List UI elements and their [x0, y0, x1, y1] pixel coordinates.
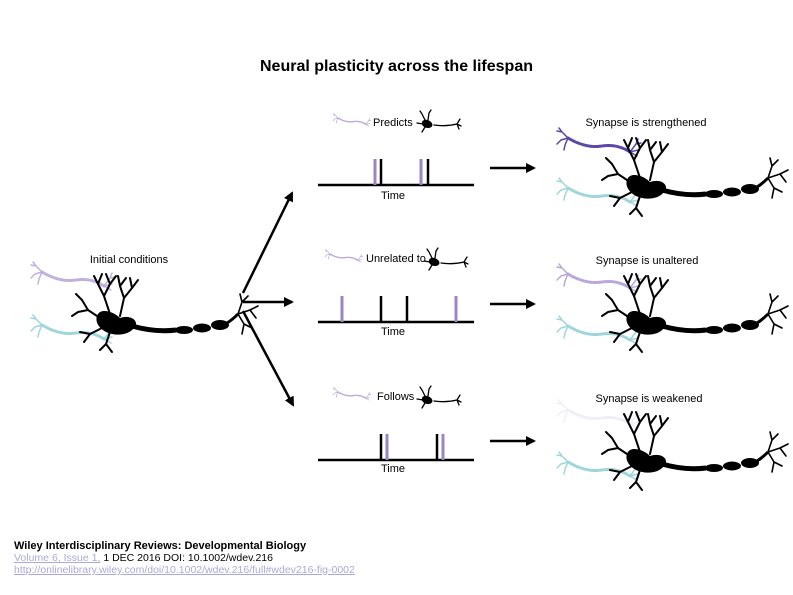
volume-link[interactable]: Volume 6, Issue 1,	[14, 552, 101, 564]
unrelated-neuron-icon	[423, 247, 469, 271]
unrelated-purple-icon	[324, 248, 364, 263]
weakened-postsynaptic-neuron	[602, 412, 788, 490]
citation-footer: Wiley Interdisciplinary Reviews: Develop…	[14, 540, 355, 576]
time-label-predicts: Time	[380, 190, 406, 202]
outcome-weakened: Synapse is weakened	[595, 393, 703, 405]
initial-conditions-label: Initial conditions	[89, 254, 169, 266]
relation-label-follows: Follows	[377, 391, 415, 403]
figure-title: Neural plasticity across the lifespan	[260, 58, 533, 75]
strengthened-postsynaptic-neuron	[602, 138, 788, 216]
initial-postsynaptic-neuron	[72, 274, 258, 352]
follows-purple-icon	[332, 386, 372, 401]
predicts-purple-icon	[332, 112, 372, 127]
journal-name: Wiley Interdisciplinary Reviews: Develop…	[14, 540, 307, 552]
arrow-to-follows	[241, 310, 295, 407]
outcome-unaltered: Synapse is unaltered	[595, 255, 699, 267]
article-url-link[interactable]: http://onlinelibrary.wiley.com/doi/10.10…	[14, 564, 355, 576]
unaltered-purple-axon	[555, 262, 643, 294]
date-doi: 1 DEC 2016 DOI: 10.1002/wdev.216	[103, 552, 273, 564]
time-label-follows: Time	[380, 463, 406, 475]
follows-neuron-icon	[416, 385, 462, 409]
arrow-to-predicts	[241, 191, 294, 294]
time-label-unrelated: Time	[380, 326, 406, 338]
relation-label-predicts: Predicts	[373, 117, 413, 129]
predicts-neuron-icon	[416, 109, 462, 133]
initial-purple-axon	[29, 260, 117, 292]
relation-label-unrelated: Unrelated to	[366, 253, 426, 265]
strengthened-purple-axon	[555, 126, 643, 158]
outcome-strengthened: Synapse is strengthened	[585, 117, 707, 129]
